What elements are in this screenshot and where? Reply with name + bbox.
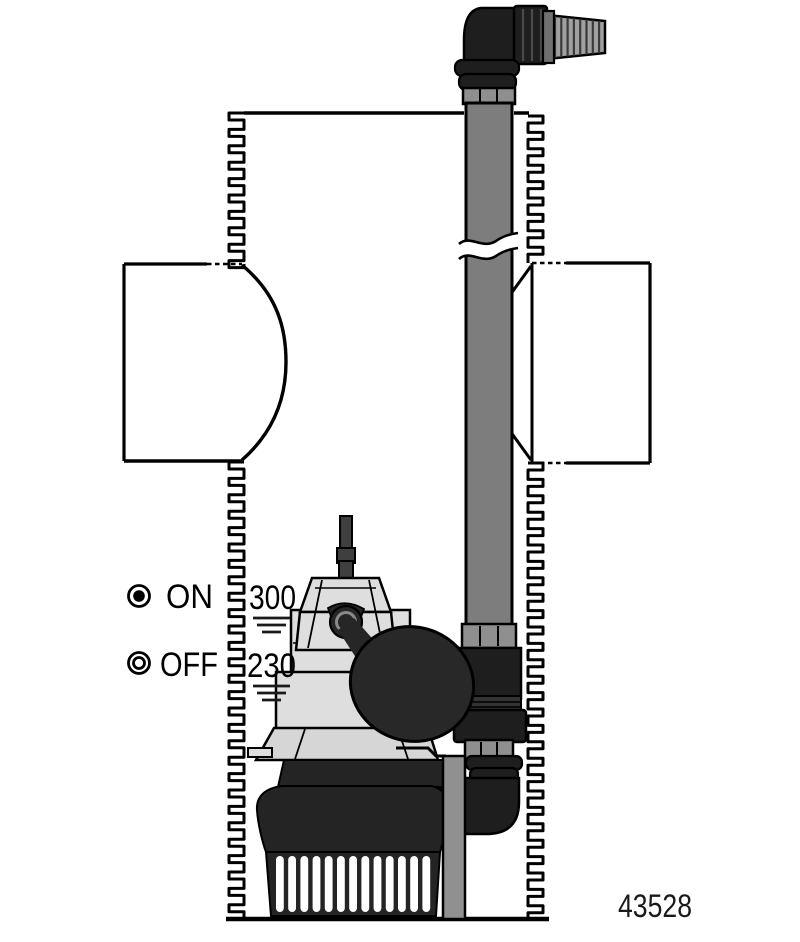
float-switch-ball — [348, 625, 476, 743]
pump-volute-bulge — [255, 785, 451, 853]
float-switch — [326, 602, 476, 743]
power-cable — [336, 515, 356, 581]
off-level-row: OFF 230 — [127, 646, 296, 702]
figure-number: 43528 — [618, 888, 692, 924]
on-label: ON — [166, 578, 213, 616]
pipe-mouth-curve — [240, 263, 288, 462]
elbow-body — [462, 6, 519, 64]
water-level-icon-off — [253, 684, 290, 702]
pump-bracket-hook — [396, 746, 446, 758]
pump-handle-tab — [247, 747, 273, 758]
pump-volute-band — [276, 759, 445, 788]
water-level-icon-on — [253, 616, 290, 634]
strainer-slots — [276, 856, 431, 912]
hose-barb-ribs — [553, 16, 601, 58]
pipe-fitting-mid — [460, 622, 518, 650]
pipe-break-icon — [458, 231, 519, 261]
on-level-row: ON 300 — [127, 578, 296, 634]
discharge-pipe — [458, 101, 519, 650]
support-bracket — [441, 754, 467, 921]
off-indicator-icon — [127, 651, 151, 675]
corrugated-wall-left-lower — [227, 460, 246, 918]
off-level-value: 230 — [247, 647, 296, 685]
off-label: OFF — [160, 646, 218, 684]
discharge-elbow-top — [453, 4, 607, 106]
corrugated-wall-right-upper — [526, 114, 545, 263]
barb-collar — [541, 9, 556, 65]
corrugated-wall-left-upper — [227, 111, 246, 270]
outlet-pipe-right — [503, 261, 652, 465]
pit-basin — [226, 111, 549, 922]
on-indicator-icon — [127, 584, 151, 608]
inlet-pipe-left — [122, 262, 288, 463]
on-level-value: 300 — [249, 579, 296, 617]
corrugated-wall-right-lower — [526, 461, 545, 918]
